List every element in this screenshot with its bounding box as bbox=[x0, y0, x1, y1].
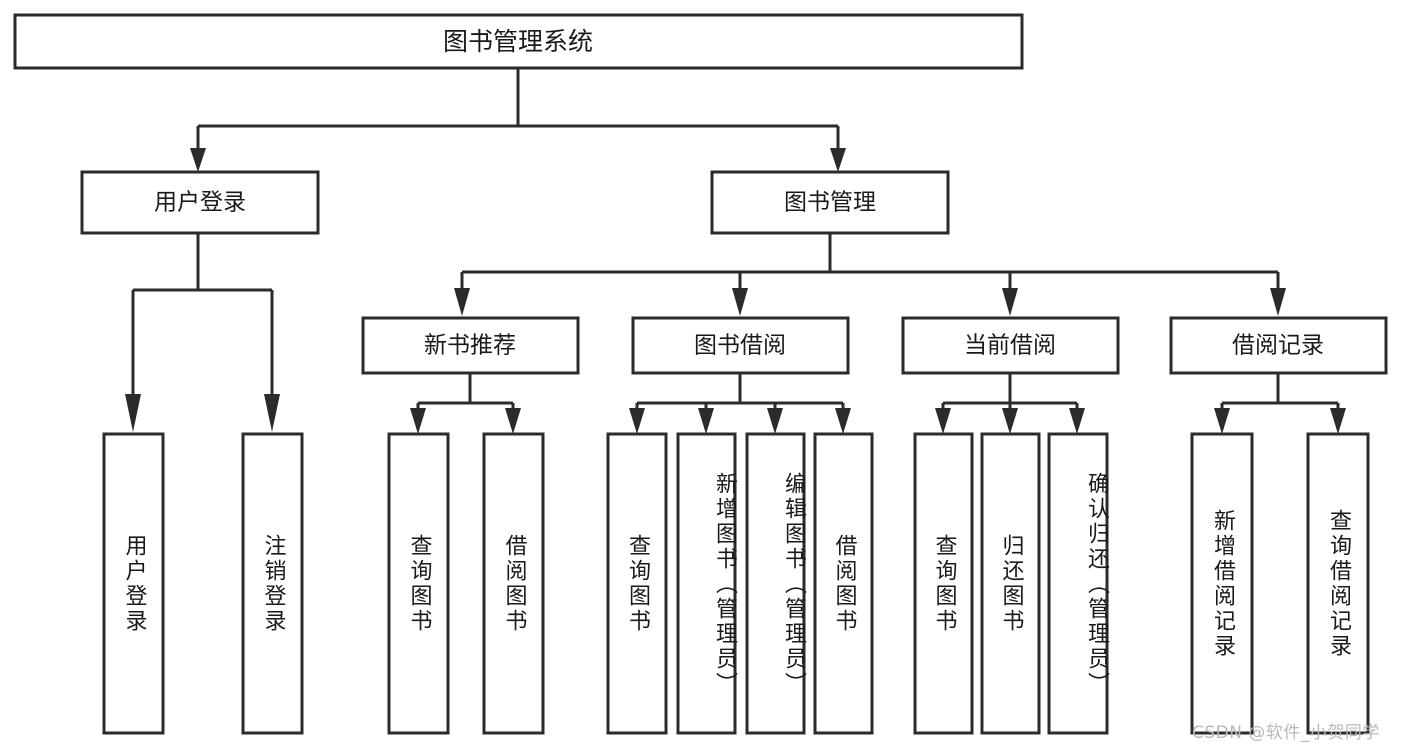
arrow-head-icon bbox=[410, 408, 426, 434]
node-current-borrow-label: 当前借阅 bbox=[964, 333, 1056, 359]
arrow-head-icon bbox=[1002, 288, 1018, 316]
connector-root-to-level2 bbox=[190, 68, 846, 172]
node-leaf-confirm-return-admin-box[interactable] bbox=[1047, 432, 1109, 735]
node-book-manage[interactable]: 图书管理 bbox=[710, 170, 950, 235]
node-user-login-label: 用户登录 bbox=[154, 190, 246, 216]
node-leaf-query-book-3-box[interactable] bbox=[913, 432, 974, 735]
arrow-head-icon bbox=[698, 408, 714, 434]
node-book-manage-label: 图书管理 bbox=[784, 190, 876, 216]
node-current-borrow[interactable]: 当前借阅 bbox=[901, 316, 1120, 375]
node-leaf-logout-login-box[interactable] bbox=[241, 432, 304, 735]
connector-new-book-recommend-to-leaves bbox=[410, 373, 521, 434]
connector-book-borrow-to-leaves bbox=[629, 373, 851, 434]
connector-user-login-to-leaves bbox=[125, 233, 280, 432]
node-leaf-return-book-box[interactable] bbox=[980, 432, 1041, 735]
arrow-head-icon bbox=[125, 394, 141, 432]
arrow-head-icon bbox=[732, 288, 748, 316]
node-book-borrow-label: 图书借阅 bbox=[694, 333, 786, 359]
connector-current-borrow-to-leaves bbox=[935, 373, 1085, 434]
arrow-head-icon bbox=[767, 408, 783, 434]
node-root-label: 图书管理系统 bbox=[443, 27, 593, 56]
arrow-head-icon bbox=[454, 288, 470, 316]
node-leaf-edit-book-admin-box[interactable] bbox=[745, 432, 806, 735]
node-book-borrow[interactable]: 图书借阅 bbox=[631, 316, 850, 375]
connector-borrow-record-to-leaves bbox=[1214, 373, 1346, 434]
arrow-head-icon bbox=[830, 148, 846, 172]
node-leaf-add-book-admin-box[interactable] bbox=[676, 432, 737, 735]
arrow-head-icon bbox=[1330, 408, 1346, 434]
node-book-manage-box[interactable] bbox=[710, 170, 950, 235]
node-new-book-recommend[interactable]: 新书推荐 bbox=[361, 316, 580, 375]
arrow-head-icon bbox=[505, 408, 521, 434]
node-borrow-record[interactable]: 借阅记录 bbox=[1169, 316, 1388, 375]
node-leaf-add-borrow-record-box[interactable] bbox=[1190, 432, 1254, 735]
node-user-login[interactable]: 用户登录 bbox=[80, 170, 320, 235]
node-root[interactable]: 图书管理系统 bbox=[13, 13, 1024, 70]
node-borrow-record-box[interactable] bbox=[1169, 316, 1388, 375]
arrow-head-icon bbox=[190, 148, 206, 172]
connector-book-manage-to-level3 bbox=[454, 233, 1286, 316]
arrow-head-icon bbox=[629, 408, 645, 434]
node-leaf-user-login-box[interactable] bbox=[102, 432, 165, 735]
arrow-head-icon bbox=[1214, 408, 1230, 434]
node-leaf-query-borrow-record-box[interactable] bbox=[1306, 432, 1370, 735]
node-book-borrow-box[interactable] bbox=[631, 316, 850, 375]
node-leaf-query-book-1-box[interactable] bbox=[387, 432, 450, 735]
node-root-box[interactable] bbox=[13, 13, 1024, 70]
arrow-head-icon bbox=[1270, 288, 1286, 316]
node-leaf-borrow-book-1-box[interactable] bbox=[482, 432, 545, 735]
node-borrow-record-label: 借阅记录 bbox=[1232, 333, 1324, 359]
node-new-book-recommend-label: 新书推荐 bbox=[424, 333, 516, 359]
node-leaf-query-book-2-box[interactable] bbox=[606, 432, 668, 735]
node-new-book-recommend-box[interactable] bbox=[361, 316, 580, 375]
arrow-head-icon bbox=[1002, 408, 1018, 434]
node-leaf-borrow-book-2-box[interactable] bbox=[813, 432, 874, 735]
arrow-head-icon bbox=[935, 408, 951, 434]
arrow-head-icon bbox=[264, 394, 280, 432]
arrow-head-icon bbox=[835, 408, 851, 434]
node-user-login-box[interactable] bbox=[80, 170, 320, 235]
node-current-borrow-box[interactable] bbox=[901, 316, 1120, 375]
arrow-head-icon bbox=[1069, 408, 1085, 434]
csdn-watermark: CSDN @软件_小贺同学 bbox=[1192, 723, 1380, 743]
